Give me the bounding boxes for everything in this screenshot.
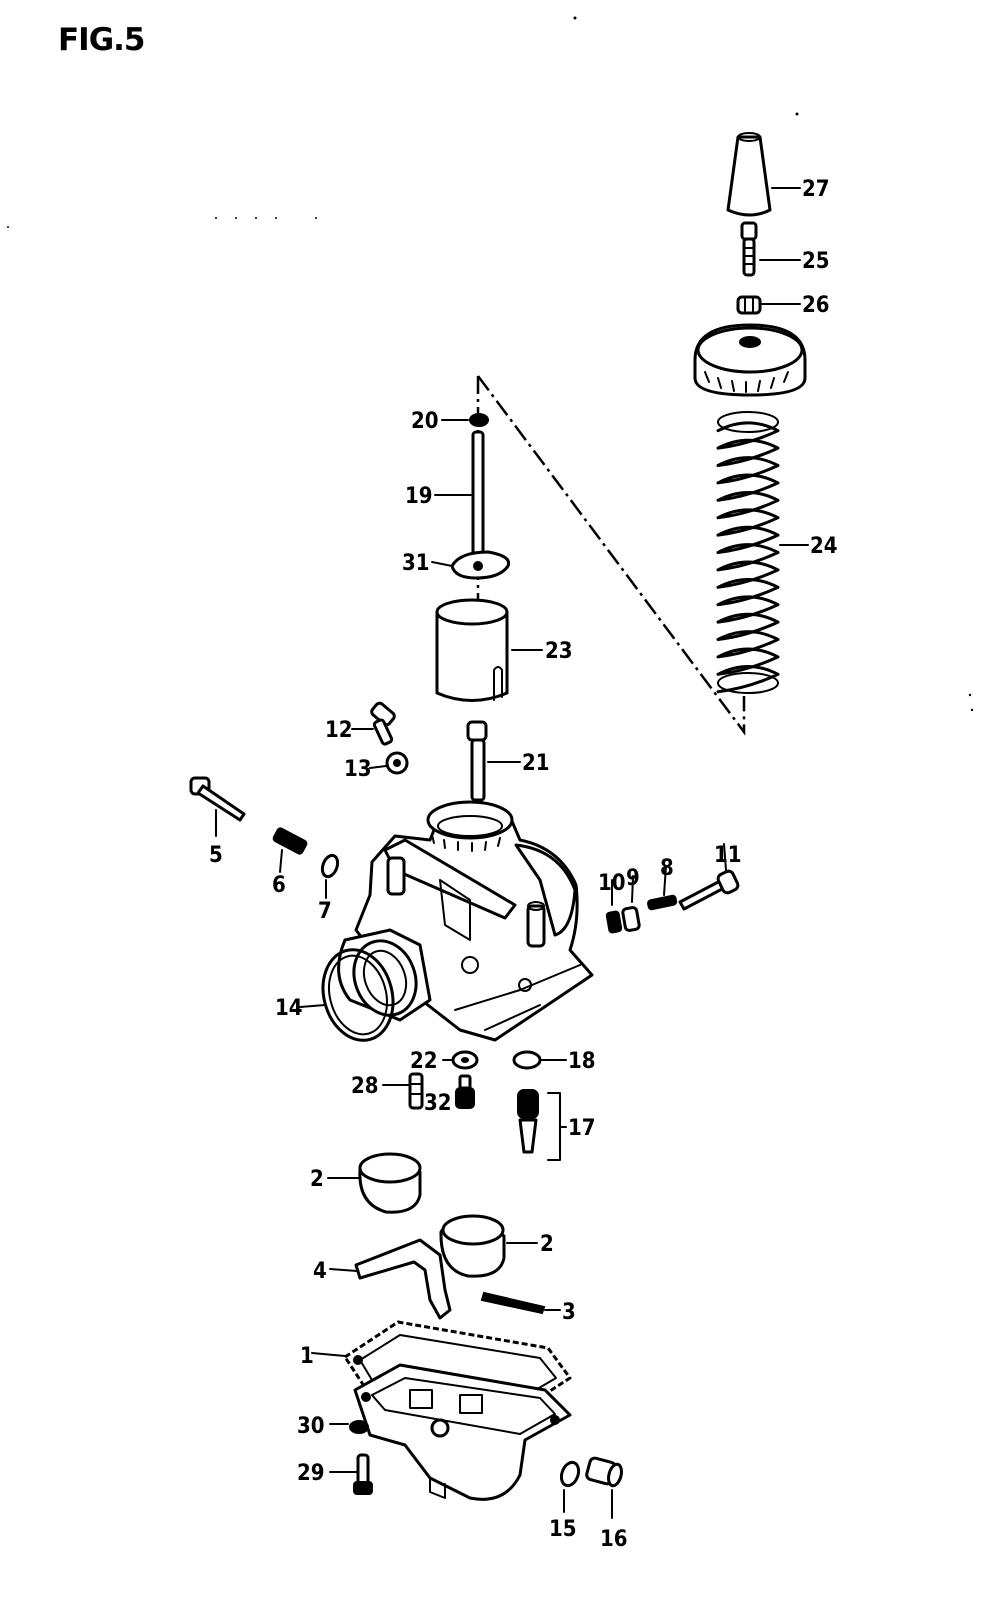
- callout-30: 30: [297, 1414, 325, 1439]
- callout-7: 7: [318, 899, 332, 924]
- callout-12: 12: [325, 718, 353, 743]
- callout-19: 19: [405, 484, 433, 509]
- part-6-spring: [272, 827, 308, 873]
- callout-15: 15: [549, 1517, 577, 1542]
- part-24-spring: [716, 411, 809, 694]
- part-29-screw: [329, 1453, 373, 1495]
- figure-title: FIG.5: [58, 22, 146, 58]
- part-18-o-ring: [512, 1050, 567, 1070]
- part-10-spring: [605, 879, 623, 934]
- callout-3: 3: [562, 1300, 576, 1325]
- part-2-float-upper: [327, 1152, 422, 1214]
- part-12-screw: [351, 701, 396, 746]
- part-4-float-arm: [329, 1238, 452, 1320]
- callout-21: 21: [522, 751, 550, 776]
- callout-31: 31: [402, 551, 430, 576]
- callout-20: 20: [411, 409, 439, 434]
- part-mixing-chamber-top: [693, 323, 807, 397]
- part-27-cap: [726, 132, 801, 217]
- callout-27: 27: [802, 177, 830, 202]
- part-3-float-pin: [480, 1291, 561, 1315]
- part-31-plate: [431, 550, 511, 580]
- callout-11: 11: [714, 843, 742, 868]
- part-16-drain-plug: [585, 1456, 623, 1519]
- assembly-guide-line: [476, 375, 746, 736]
- part-17-float-valve: [517, 1089, 567, 1161]
- part-32-main-jet: [455, 1074, 475, 1109]
- part-2-float-lower: [439, 1214, 538, 1278]
- part-14-gasket: [299, 948, 395, 1042]
- callout-29: 29: [297, 1461, 325, 1486]
- callout-16: 16: [600, 1527, 628, 1552]
- scan-specks: [7, 16, 974, 712]
- callout-6: 6: [272, 873, 286, 898]
- callout-17: 17: [568, 1116, 596, 1141]
- part-13-washer: [369, 751, 409, 775]
- callout-18: 18: [568, 1049, 596, 1074]
- callout-2b: 2: [540, 1232, 554, 1257]
- callout-14: 14: [275, 996, 303, 1021]
- callout-22: 22: [410, 1049, 438, 1074]
- callout-26: 26: [802, 293, 830, 318]
- part-7-o-ring: [320, 853, 340, 899]
- part-28-pilot-jet: [382, 1072, 424, 1110]
- callout-8: 8: [660, 856, 674, 881]
- part-26-nut: [736, 295, 801, 315]
- part-19-jet-needle: [434, 430, 485, 564]
- part-9-washer: [621, 875, 641, 932]
- part-15-gasket: [559, 1460, 581, 1513]
- part-carburetor-body: [337, 800, 594, 1042]
- callout-13: 13: [344, 757, 372, 782]
- callout-4: 4: [313, 1259, 327, 1284]
- callout-5: 5: [209, 843, 223, 868]
- callout-9: 9: [626, 866, 640, 891]
- part-float-bowl: [353, 1363, 572, 1501]
- part-11-throttle-stop-screw: [678, 843, 740, 911]
- part-22-washer: [442, 1050, 479, 1070]
- callout-32: 32: [424, 1091, 452, 1116]
- part-20-clip: [441, 413, 489, 427]
- callout-labels: 27 25 26 24 20 19 31 23 12 21 13 5 11 8 …: [209, 177, 838, 1552]
- callout-28: 28: [351, 1074, 379, 1099]
- callout-2a: 2: [310, 1167, 324, 1192]
- part-8-pin: [647, 865, 678, 911]
- callout-23: 23: [545, 639, 573, 664]
- callout-24: 24: [810, 534, 838, 559]
- part-23-throttle-valve: [435, 598, 543, 702]
- callout-10: 10: [598, 871, 626, 896]
- callout-1: 1: [300, 1344, 314, 1369]
- part-25-adjuster: [740, 221, 801, 277]
- part-30-washer: [329, 1420, 369, 1434]
- part-5-air-screw: [189, 776, 246, 837]
- callout-25: 25: [802, 249, 830, 274]
- part-21-needle-jet: [466, 720, 521, 802]
